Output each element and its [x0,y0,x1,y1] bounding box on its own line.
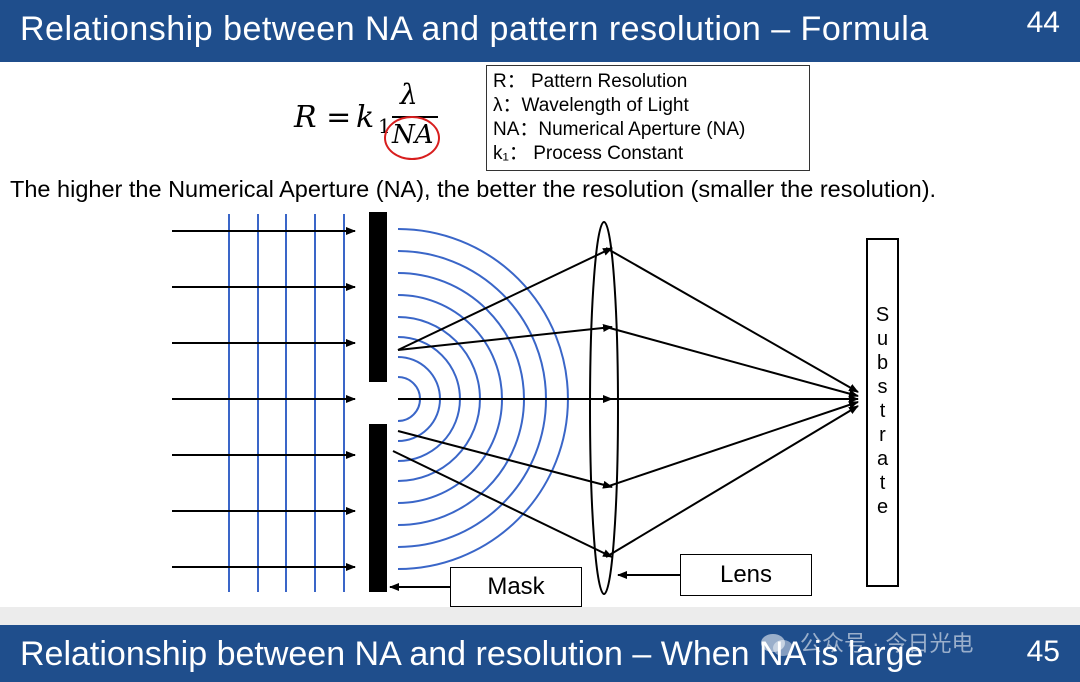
slide-page-number: 44 [1026,6,1060,39]
lens-shape [589,221,619,595]
next-slide-header: Relationship between NA and resolution –… [0,625,1080,682]
ray-to-substrate [605,401,859,488]
slide-title: Relationship between NA and pattern reso… [20,10,929,48]
mask-label: Mask [450,567,582,607]
substrate-letter: S [875,304,890,326]
legend-item-lambda: λ：Wavelength of Light [493,95,689,116]
mask-upper-block [369,212,387,382]
formula-numerator: λ [400,78,418,111]
legend-item-k1: k₁： Process Constant [493,143,684,164]
ray-to-lens [397,323,613,351]
next-slide-page-number: 45 [1026,635,1060,668]
ray-to-substrate [605,326,859,398]
wechat-icon [761,634,793,657]
substrate: S u b s t r a t e [866,238,899,587]
ray-to-lens [397,430,613,489]
resolution-formula: R = k 1 λ NA [292,78,462,162]
plane-wavefronts [228,214,345,592]
substrate-letter: b [876,352,889,374]
symbol-legend: R： Pattern Resolution λ：Wavelength of Li… [486,65,810,171]
ray-to-substrate [605,405,859,558]
substrate-letter: a [876,448,889,470]
watermark: 公众号 · 今日光电 [760,626,974,658]
legend-item-r: R： Pattern Resolution [493,71,688,92]
substrate-letter: u [876,328,889,350]
substrate-letter: t [879,472,886,494]
formula-k: k [356,100,375,135]
diffracted-rays [392,247,613,558]
incident-rays [172,227,356,571]
ray-to-lens [392,450,613,558]
substrate-letter: s [877,376,888,398]
substrate-letter: e [876,496,889,518]
focused-rays [605,247,859,558]
na-resolution-statement: The higher the Numerical Aperture (NA), … [10,176,937,202]
substrate-letter: r [879,424,886,446]
na-highlight-circle [384,116,440,160]
ray-to-lens [397,247,613,351]
label-pointers [389,571,680,591]
ray-to-substrate [605,247,859,393]
mask-lower-block [369,424,387,592]
slide-divider [0,607,1080,625]
substrate-letter: t [879,400,886,422]
lens-label: Lens [680,554,812,596]
slide-header: Relationship between NA and pattern reso… [0,0,1080,62]
formula-lhs: R = [294,100,352,135]
watermark-text: 公众号 · 今日光电 [800,631,974,656]
legend-item-na: NA：Numerical Aperture (NA) [493,119,746,140]
